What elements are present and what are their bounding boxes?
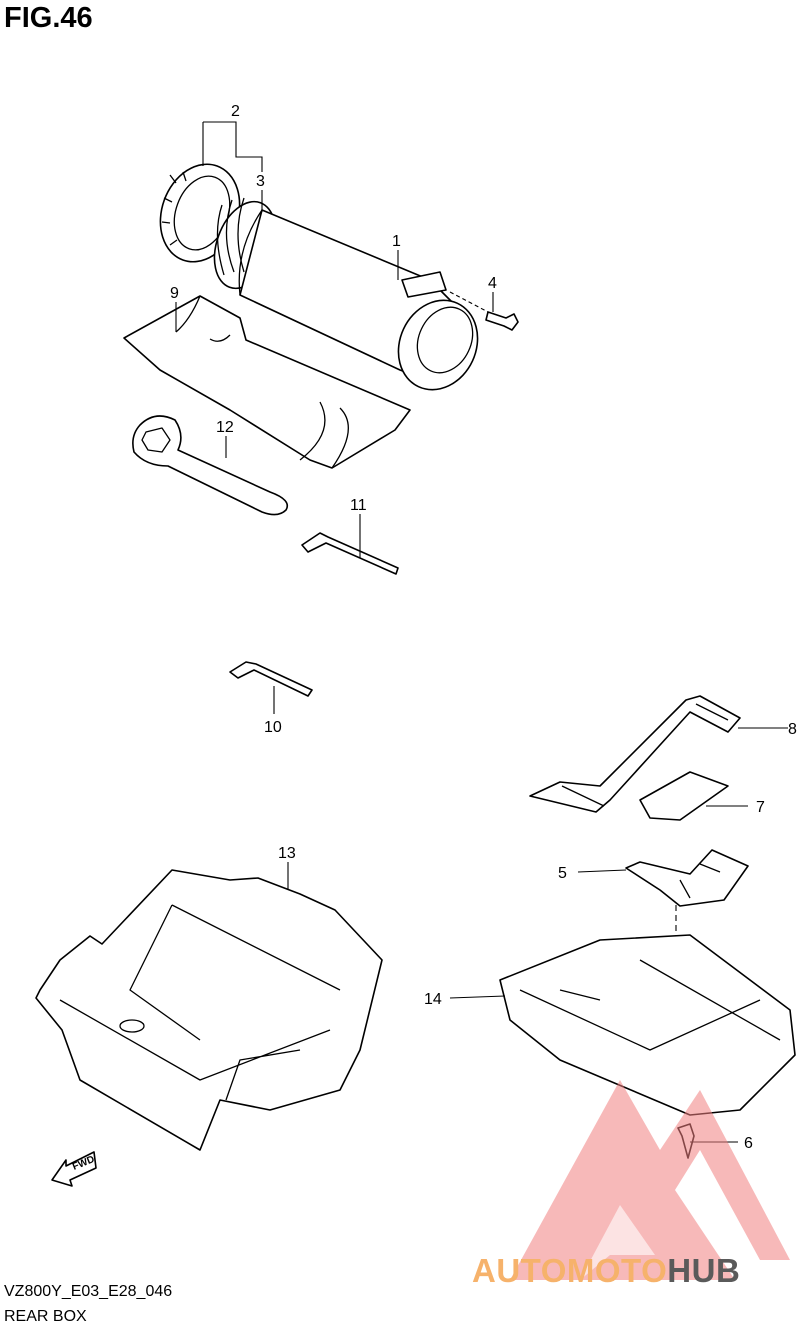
part-12-wrench [132, 415, 289, 516]
watermark-word-part2: HUB [667, 1252, 741, 1289]
part-8-strap [529, 695, 741, 813]
callout-3: 3 [256, 173, 265, 190]
callout-7: 7 [756, 799, 765, 816]
part-4-bolt [449, 291, 519, 331]
part-13-rear-box [35, 869, 383, 1151]
callout-10: 10 [264, 719, 282, 736]
part-1-tube [238, 209, 479, 391]
figure-title: FIG.46 [4, 2, 93, 34]
callout-labels: 2 3 1 4 9 12 11 10 8 7 5 13 14 6 [170, 103, 797, 1152]
triangle-logo-icon [510, 1080, 790, 1280]
part-10-hex-key [229, 661, 313, 697]
part-14-tray [499, 934, 796, 1116]
figure-name: REAR BOX [4, 1308, 87, 1325]
part-9-bag [123, 295, 411, 469]
part-7-pad [639, 771, 729, 821]
fwd-arrow-icon: FWD [51, 1151, 97, 1187]
callout-1: 1 [392, 233, 401, 250]
watermark-word-part1: AUTOMOTO [472, 1252, 668, 1289]
callout-11: 11 [350, 497, 367, 514]
callout-4: 4 [488, 275, 497, 292]
callout-8: 8 [788, 721, 797, 738]
callout-2: 2 [231, 103, 240, 120]
callout-14: 14 [424, 991, 442, 1008]
callout-12: 12 [216, 419, 234, 436]
callout-13: 13 [278, 845, 296, 862]
callout-9: 9 [170, 285, 179, 302]
figure-code: VZ800Y_E03_E28_046 [4, 1283, 173, 1300]
watermark-wordmark: AUTOMOTOHUB [472, 1252, 740, 1290]
callout-6: 6 [744, 1135, 753, 1152]
callout-5: 5 [558, 865, 567, 882]
part-11-hex-key [301, 532, 399, 575]
